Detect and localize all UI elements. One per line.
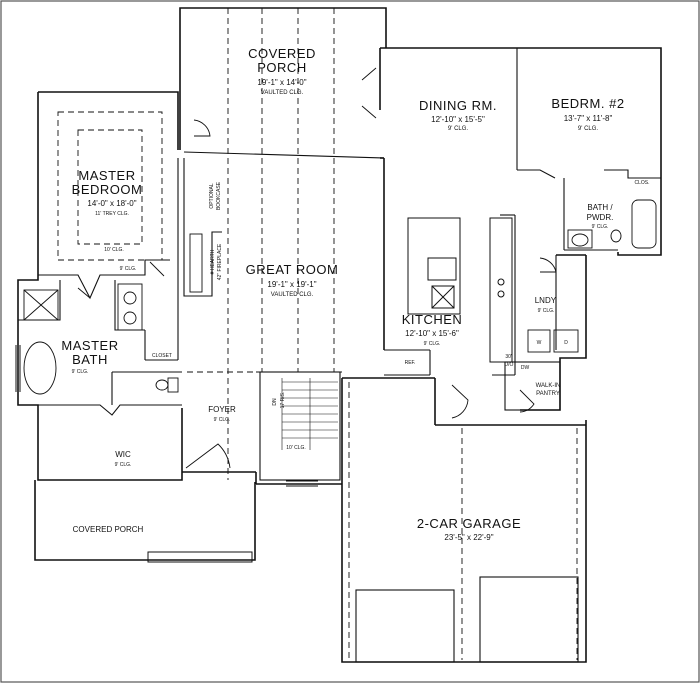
bath-pwdr-name-2: PWDR. [587,213,614,222]
kitchen-ceiling: 9' CLG. [424,341,441,347]
dining-ceiling: 9' CLG. [448,126,468,132]
porch-top-name-1: COVERED [248,46,316,61]
garage-dims: 23'-5" x 22'-9" [444,533,493,542]
stair-treads [281,378,338,450]
pantry-name-2: PANTRY [536,391,560,397]
master-bath-ceiling: 9' CLG. [72,369,89,375]
kitchen-name: KITCHEN [402,312,463,327]
great-room-dims: 19'-1" x 19'-1" [267,280,316,289]
bath-fixtures [23,199,657,395]
garage-walls [341,378,587,663]
door-swings [77,67,557,469]
dining-name: DINING RM. [419,98,497,113]
kitchen-counters [407,217,513,363]
dw-label: DW [521,365,530,371]
laundry-name: LNDY. [535,296,558,305]
porch-top-walls [179,7,387,150]
porch-step [147,551,253,563]
master-bedroom-name-2: BEDROOM [72,182,143,197]
interior-walls [18,48,661,481]
foyer-ceiling: 9' CLG. [214,417,231,423]
ceiling-lines [57,8,578,660]
right-upper-wall [380,47,662,256]
dryer-label: D [564,340,568,346]
clos-label: CLOS. [634,180,649,186]
porch-bottom-name: COVERED PORCH [73,525,144,534]
bedroom2-ceiling: 9' CLG. [578,126,598,132]
master-top-wall [38,91,179,150]
oven-label-1: 30" [505,354,513,360]
wic-name: WIC [115,450,131,459]
porch-top-ceiling: VAULTED CLG. [261,90,304,96]
stair-risers-label: 17 RIS. [280,392,286,409]
stair-ceiling: 10' CLG. [286,445,306,451]
bookcase-label-1: OPTIONAL [209,183,215,209]
pantry-name-1: WALK-IN [536,383,561,389]
garage-doors [355,576,579,663]
laundry-ceiling: 9' CLG. [538,308,555,314]
master-bedroom-ceiling-2: 10' CLG. [104,247,124,253]
bookcase-label-2: BOOKCASE [216,181,222,210]
ref-label: REF. [405,360,416,366]
hearth-label-1: # HEARTH [210,249,216,274]
master-bath-name-2: BATH [72,352,108,367]
bath-pwdr-ceiling: 9' CLG. [592,224,609,230]
master-bedroom-dims: 14'-0" x 18'-0" [87,199,136,208]
master-left-walls [17,92,183,481]
master-bedroom-name-1: MASTER [78,168,135,183]
oven-label-2: D/O [505,362,514,368]
garage-name: 2-CAR GARAGE [417,516,521,531]
wic-ceiling: 9' CLG. [115,462,132,468]
great-room-name: GREAT ROOM [246,262,339,277]
master-bath-name-1: MASTER [61,338,118,353]
stair-dn-label: DN [272,398,278,406]
exterior-walls [17,7,662,663]
bedroom2-dims: 13'-7" x 11'-8" [564,114,613,123]
great-room-ceiling: VAULTED CLG. [271,292,314,298]
porch-top-name-2: PORCH [257,60,306,75]
bedroom2-name: BEDRM. #2 [551,96,624,111]
master-bedroom-ceiling-1: 11' TREY CLG. [95,211,129,217]
master-bedroom-ceiling-3: 9' CLG. [120,266,137,272]
porch-top-dims: 19'-1" x 14'-0" [257,78,306,87]
kitchen-dims: 12'-10" x 15'-6" [405,329,459,338]
bath-pwdr-name-1: BATH / [587,203,613,212]
porch-bottom-walls [34,480,256,561]
foyer-name: FOYER [208,405,236,414]
hearth-label-2: 42" FIREPLACE [217,243,223,280]
dining-dims: 12'-10" x 15'-5" [431,115,485,124]
windows [15,345,318,487]
washer-label: W [537,340,542,346]
closet-label: CLOSET [152,353,172,359]
